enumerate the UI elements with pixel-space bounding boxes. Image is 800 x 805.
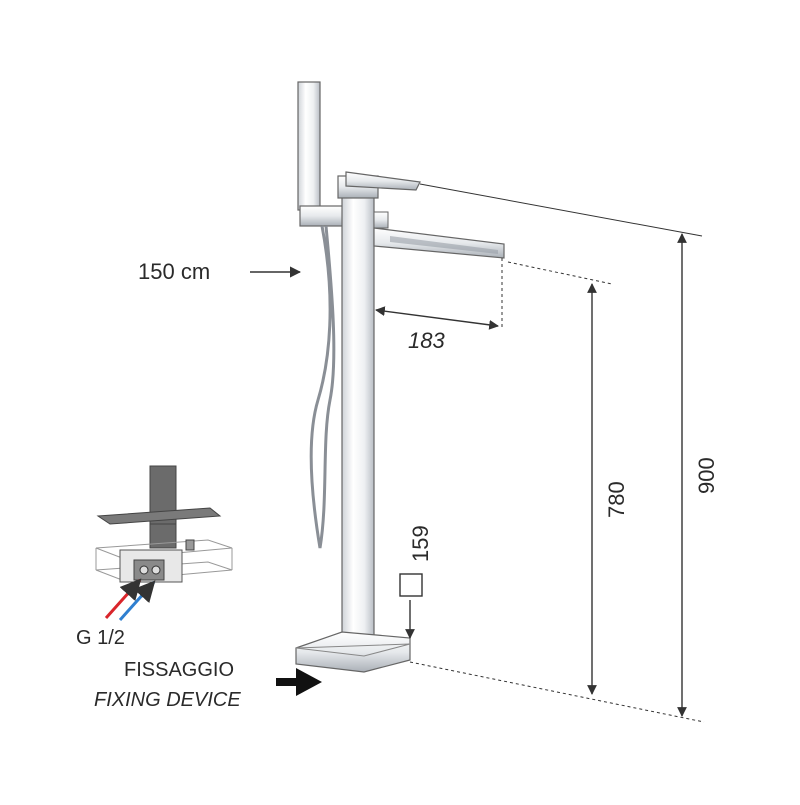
- fixing-italian-label: FISSAGGIO: [124, 659, 234, 681]
- fixing-english-label: FIXING DEVICE: [94, 689, 241, 711]
- total-height-label: 900: [694, 457, 719, 494]
- square-symbol-icon: [399, 573, 423, 597]
- hot-water-arrow: [104, 578, 142, 620]
- base-plate: [295, 631, 411, 673]
- flexible-hose: [309, 225, 336, 549]
- waterfall-spout: [373, 227, 505, 259]
- spout-reach-dim-line: [375, 306, 499, 330]
- fixing-pointer-arrow-icon: [276, 668, 322, 696]
- spout-height-label: 780: [604, 481, 629, 518]
- cold-water-arrow: [118, 580, 156, 622]
- spout-reach-label: 183: [408, 328, 445, 353]
- connection-label: G 1/2: [76, 627, 125, 649]
- spout-height-top-ext: [507, 261, 613, 285]
- handshower: [297, 81, 347, 227]
- total-height-top-ext: [419, 183, 703, 237]
- hose-length-label: 150 cm: [138, 259, 210, 284]
- fixing-device-illustration: [95, 465, 233, 583]
- faucet-column: [337, 171, 421, 639]
- floor-ext-line: [409, 661, 705, 723]
- base-size-label: 159: [408, 525, 433, 562]
